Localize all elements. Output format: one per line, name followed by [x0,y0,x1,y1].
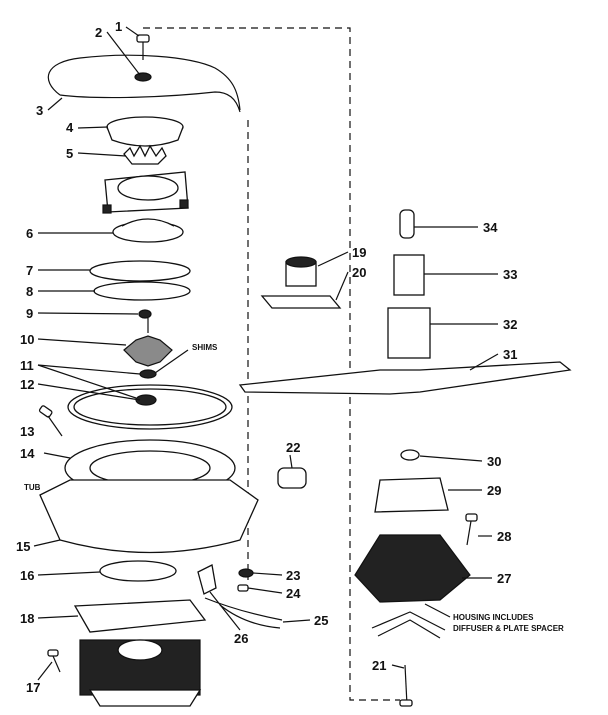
callout-labels: 1 2 3 4 5 6 7 8 9 10 11 12 13 14 15 16 1… [16,19,517,695]
part-plate [89,260,191,282]
part-seal-housing [112,218,184,243]
callout-14: 14 [20,446,35,461]
callout-30: 30 [487,454,501,469]
part-upper-housing [374,477,449,513]
part-motor [73,599,207,707]
part-chopper [123,318,173,367]
callout-11: 11 [20,358,34,373]
part-housing-screw [465,513,478,546]
callout-24: 24 [286,586,301,601]
callout-9: 9 [26,306,33,321]
callout-15: 15 [16,539,30,554]
annotation-shims: SHIMS [192,343,218,352]
callout-21: 21 [372,658,386,673]
callout-6: 6 [26,226,33,241]
part-washer [134,72,152,82]
callout-31: 31 [503,347,517,362]
callout-13: 13 [20,424,34,439]
callout-23: 23 [286,568,300,583]
part-pump-body [354,534,471,603]
part-support-bracket [260,295,342,309]
part-motor-plate [99,560,177,582]
callout-8: 8 [26,284,33,299]
part-bolt [38,405,63,437]
part-cap [285,256,317,287]
part-screw [136,34,150,60]
part-heater-wire [47,54,241,113]
callout-22: 22 [286,440,300,455]
part-filter [371,611,446,639]
annotation-housing-line2: DIFFUSER & PLATE SPACER [453,624,564,633]
part-impeller-cover [106,116,184,147]
part-shims [139,369,157,379]
callout-12: 12 [20,377,34,392]
callout-1: 1 [115,19,122,34]
part-pump-housing [102,171,189,214]
callout-25: 25 [314,613,328,628]
callout-26: 26 [234,631,248,646]
callout-34: 34 [483,220,498,235]
callout-2: 2 [95,25,102,40]
assembly-guide-left [143,27,400,701]
part-nozzle [399,209,415,239]
part-spray-arm [238,361,572,395]
part-clamp [197,564,217,595]
part-small-screw [237,584,249,592]
part-motor-screw [47,649,61,673]
callout-29: 29 [487,483,501,498]
part-bottom-screw [399,664,413,707]
callout-27: 27 [497,571,511,586]
callout-16: 16 [20,568,34,583]
callout-28: 28 [497,529,511,544]
part-seal [138,309,152,319]
callout-19: 19 [352,245,366,260]
part-tub-gasket [67,384,233,430]
callout-33: 33 [503,267,517,282]
callout-3: 3 [36,103,43,118]
callout-7: 7 [26,263,33,278]
annotation-housing-line1: HOUSING INCLUDES [453,613,534,622]
part-impeller [123,144,167,165]
leader-lines [33,26,499,681]
part-lower-tube [387,307,431,359]
part-gasket [93,281,191,301]
callout-4: 4 [66,120,74,135]
part-wire-lead [204,597,283,629]
callout-5: 5 [66,146,73,161]
part-mounting-ring [39,439,259,554]
annotation-housing-leader [424,603,451,618]
callout-10: 10 [20,332,34,347]
callout-18: 18 [20,611,34,626]
callout-32: 32 [503,317,517,332]
part-grommet [238,568,254,578]
callout-17: 17 [26,680,40,695]
annotation-tub: TUB [24,483,41,492]
part-spray-cap [400,449,420,461]
part-clip [277,467,307,489]
callout-20: 20 [352,265,366,280]
part-tube [393,254,425,296]
